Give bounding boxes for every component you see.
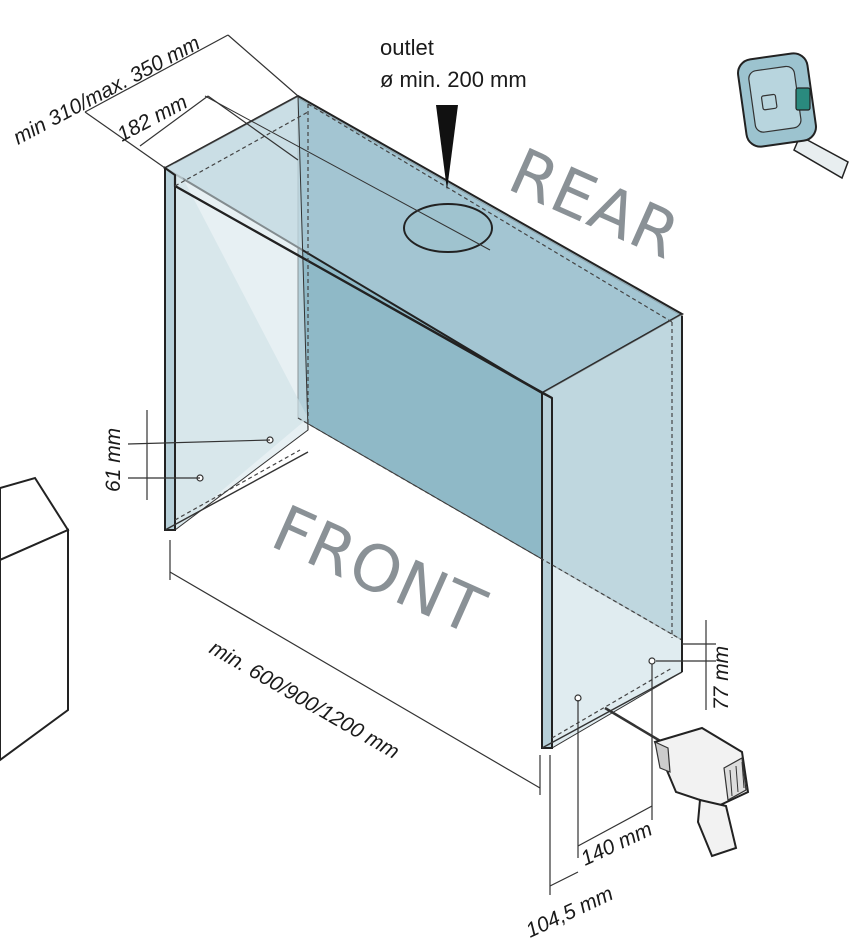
dim-hole-left — [127, 410, 271, 500]
dim-hole-left-label: 61 mm — [102, 428, 125, 492]
dim-depth-outlet-label: 182 mm — [114, 90, 192, 146]
outlet-arrow-icon — [436, 105, 458, 190]
dim-hole-right-label: 77 mm — [710, 646, 733, 710]
mounting-hole — [648, 657, 656, 665]
dim-hole-right — [656, 620, 716, 710]
outlet-diameter-label: ø min. 200 mm — [380, 67, 527, 92]
dim-width-label: min. 600/900/1200 mm — [206, 636, 404, 763]
dim-hole-bottom — [549, 664, 653, 895]
dim-hole-offset-label: 104,5 mm — [522, 882, 616, 942]
outlet-hole — [403, 203, 493, 253]
dim-depth — [84, 34, 299, 169]
dim-depth-total-label: min 310/max. 350 mm — [10, 32, 204, 150]
tape-measure-icon — [737, 52, 849, 180]
front-label: FRONT — [261, 492, 495, 651]
drill-icon — [604, 706, 750, 858]
dim-width — [169, 540, 541, 795]
adjacent-cabinet — [0, 476, 70, 762]
outlet-label: outlet — [380, 35, 434, 60]
hood-box — [162, 94, 685, 749]
